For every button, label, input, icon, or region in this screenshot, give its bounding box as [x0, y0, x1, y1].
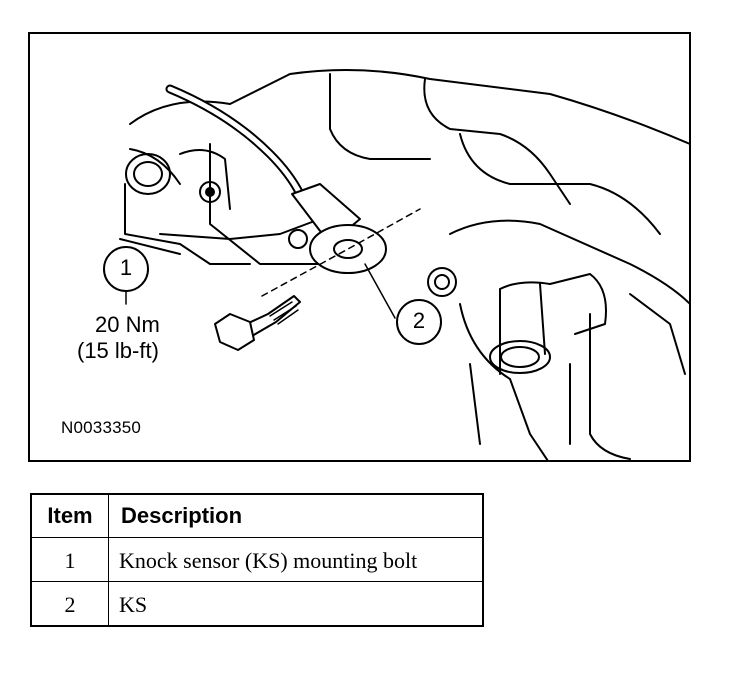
sensor-wire-outer [165, 84, 305, 199]
boss-outline-2 [179, 149, 231, 210]
legend-item-number: 1 [30, 537, 109, 582]
block-ridge [423, 78, 571, 205]
figure-id: N0033350 [61, 418, 142, 437]
tube-top [499, 273, 607, 335]
table-row: 1 Knock sensor (KS) mounting bolt [30, 537, 484, 582]
callout-1-circle [103, 246, 149, 292]
callout-2-leader [364, 263, 396, 319]
sensor-wire-inner [167, 86, 303, 197]
mounting-bolt-head [214, 313, 255, 351]
pad-edge [119, 238, 181, 255]
block-top-contour [129, 69, 689, 145]
callout-2-number: 2 [412, 308, 426, 333]
left-contour-2 [124, 183, 251, 265]
right-contour-4 [629, 293, 686, 375]
table-row: 2 KS [30, 581, 484, 627]
legend-item-description: KS [108, 581, 484, 627]
tube-sides [499, 283, 546, 375]
block-bolt-head-2 [288, 229, 308, 249]
mounting-bolt-threads [269, 301, 299, 325]
boss-outline [209, 143, 321, 265]
legend-header-row: Item Description [30, 493, 484, 538]
illustration-frame: 1 2 20 Nm (15 lb-ft) N0033350 [28, 32, 691, 462]
callout-1-number: 1 [119, 255, 133, 280]
knock-sensor-body [309, 224, 387, 274]
callout-2-circle [396, 299, 442, 345]
torque-spec-imperial: (15 lb-ft) [77, 338, 159, 363]
legend-item-number: 2 [30, 581, 109, 627]
tube-ring [489, 340, 551, 374]
right-contour-3 [589, 313, 631, 460]
mounting-pad [159, 218, 321, 240]
block-bolt-head-3 [427, 267, 457, 297]
left-contour [129, 148, 181, 185]
block-bolt-center [205, 187, 215, 197]
knock-sensor-hole [333, 239, 363, 259]
right-contour-2 [459, 303, 549, 460]
block-ridge-2 [329, 73, 431, 160]
block-bolt-inner [434, 274, 450, 290]
right-contour [449, 219, 689, 305]
legend-table: Item Description 1 Knock sensor (KS) mou… [30, 493, 484, 627]
legend-item-description: Knock sensor (KS) mounting bolt [108, 537, 484, 582]
legend-header-description: Description [108, 493, 484, 538]
alignment-line [261, 208, 421, 297]
engine-illustration [103, 69, 689, 460]
block-ridge-3 [459, 133, 661, 235]
round-boss-inner [133, 161, 163, 187]
round-boss [125, 153, 171, 195]
tube-lower [469, 363, 571, 445]
legend-header-item: Item [30, 493, 109, 538]
torque-spec-metric: 20 Nm [95, 312, 160, 337]
tube-ring-inner [500, 346, 540, 368]
block-bolt-head [199, 181, 221, 203]
